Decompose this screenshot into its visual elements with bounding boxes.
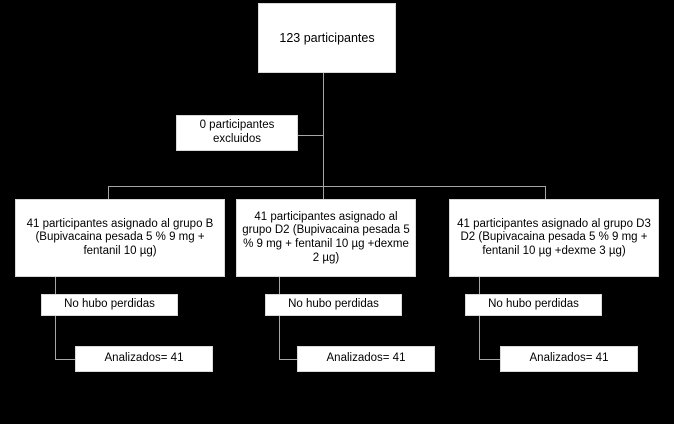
node-group-d2-label: 41 participantes asignado al grupo D2 (B…	[242, 210, 410, 264]
connector-group-d3-to-loss	[479, 277, 480, 294]
connector-distribution-bar	[108, 186, 546, 187]
node-group-b-label: 41 participantes asignado al grupo B (Bu…	[26, 217, 214, 257]
connector-loss-d2-elbow	[279, 359, 298, 360]
node-analyzed-group-d3-label: Analizados= 41	[529, 352, 609, 365]
node-analyzed-group-b-label: Analizados= 41	[104, 352, 184, 365]
node-losses-group-b-label: No hubo perdidas	[64, 298, 155, 311]
node-losses-group-d2-label: No hubo perdidas	[288, 298, 379, 311]
connector-loss-b-elbow	[55, 359, 76, 360]
node-total-participants: 123 participantes	[258, 3, 396, 73]
connector-drop-group-d3	[545, 186, 546, 199]
node-total-participants-label: 123 participantes	[279, 30, 375, 45]
node-losses-group-d3-label: No hubo perdidas	[488, 298, 579, 311]
node-losses-group-b: No hubo perdidas	[41, 294, 178, 316]
connector-loss-b-to-analyzed	[55, 316, 56, 359]
connector-loss-d3-to-analyzed	[479, 316, 480, 359]
node-excluded-participants: 0 participantes excluidos	[176, 115, 298, 151]
node-losses-group-d2: No hubo perdidas	[265, 294, 402, 316]
connector-total-trunk	[323, 73, 324, 186]
node-group-b: 41 participantes asignado al grupo B (Bu…	[15, 199, 225, 277]
node-losses-group-d3: No hubo perdidas	[465, 294, 602, 316]
connector-drop-group-d2	[323, 186, 324, 199]
node-analyzed-group-d2-label: Analizados= 41	[326, 352, 406, 365]
connector-loss-d2-to-analyzed	[279, 316, 280, 359]
connector-drop-group-b	[108, 186, 109, 199]
node-group-d2: 41 participantes asignado al grupo D2 (B…	[236, 199, 416, 277]
node-analyzed-group-b: Analizados= 41	[75, 346, 213, 372]
node-group-d3: 41 participantes asignado al grupo D3 D2…	[449, 199, 659, 277]
connector-group-b-to-loss	[55, 277, 56, 294]
connector-group-d2-to-loss	[279, 277, 280, 294]
node-analyzed-group-d3: Analizados= 41	[500, 346, 638, 372]
connector-loss-d3-elbow	[479, 359, 501, 360]
node-excluded-participants-label: 0 participantes excluidos	[199, 119, 275, 145]
node-analyzed-group-d2: Analizados= 41	[297, 346, 435, 372]
connector-total-to-excluded	[298, 135, 324, 136]
node-group-d3-label: 41 participantes asignado al grupo D3 D2…	[457, 217, 651, 257]
